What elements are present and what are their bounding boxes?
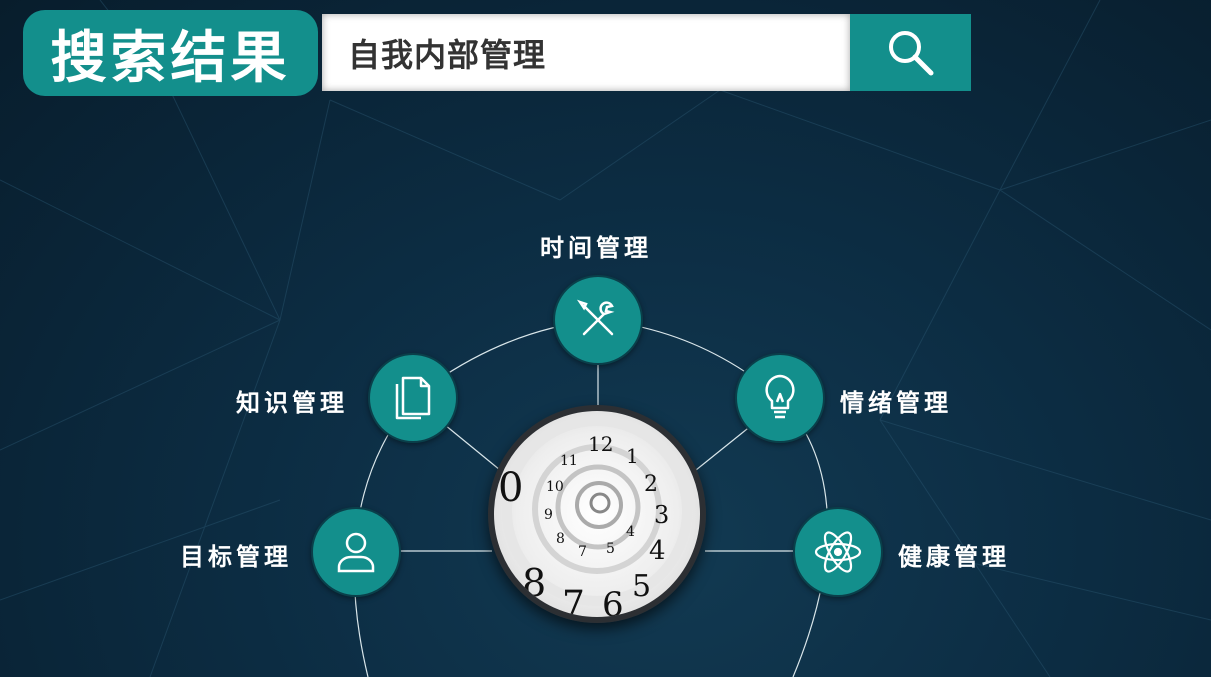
node-label-knowledge: 知识管理 [236, 389, 348, 417]
svg-text:12: 12 [588, 432, 613, 456]
svg-text:9: 9 [544, 507, 553, 523]
documents-icon [395, 376, 431, 420]
svg-text:11: 11 [560, 453, 578, 469]
svg-text:7: 7 [578, 544, 587, 560]
tools-icon [576, 299, 615, 336]
svg-text:7: 7 [562, 584, 585, 617]
svg-text:3: 3 [654, 501, 669, 529]
search-button[interactable] [850, 14, 971, 91]
lightbulb-icon [765, 374, 795, 419]
svg-text:4: 4 [626, 524, 635, 540]
search-icon [888, 30, 933, 75]
node-time-management[interactable] [553, 275, 643, 365]
svg-text:4: 4 [649, 536, 666, 566]
user-icon [337, 532, 375, 573]
node-knowledge-management[interactable] [368, 353, 458, 443]
svg-text:6: 6 [602, 585, 624, 617]
svg-text:1: 1 [626, 444, 639, 468]
svg-text:0: 0 [498, 465, 523, 511]
node-label-emotion: 情绪管理 [840, 389, 952, 417]
svg-text:2: 2 [644, 472, 658, 497]
svg-text:5: 5 [606, 541, 615, 557]
svg-text:10: 10 [546, 479, 564, 495]
atom-icon [814, 531, 862, 573]
node-label-time: 时间管理 [540, 234, 652, 262]
svg-text:5: 5 [632, 569, 651, 604]
node-emotion-management[interactable] [735, 353, 825, 443]
search-input[interactable]: 自我内部管理 [322, 14, 850, 91]
node-goal-management[interactable] [311, 507, 401, 597]
svg-text:8: 8 [556, 531, 565, 547]
node-label-health: 健康管理 [898, 543, 1010, 571]
node-health-management[interactable] [793, 507, 883, 597]
spiral-clock-image: 12 1 2 3 4 5 6 7 8 0 11 10 9 8 7 5 4 [488, 405, 706, 623]
node-label-goal: 目标管理 [180, 543, 292, 571]
page-title: 搜索结果 [23, 10, 318, 96]
